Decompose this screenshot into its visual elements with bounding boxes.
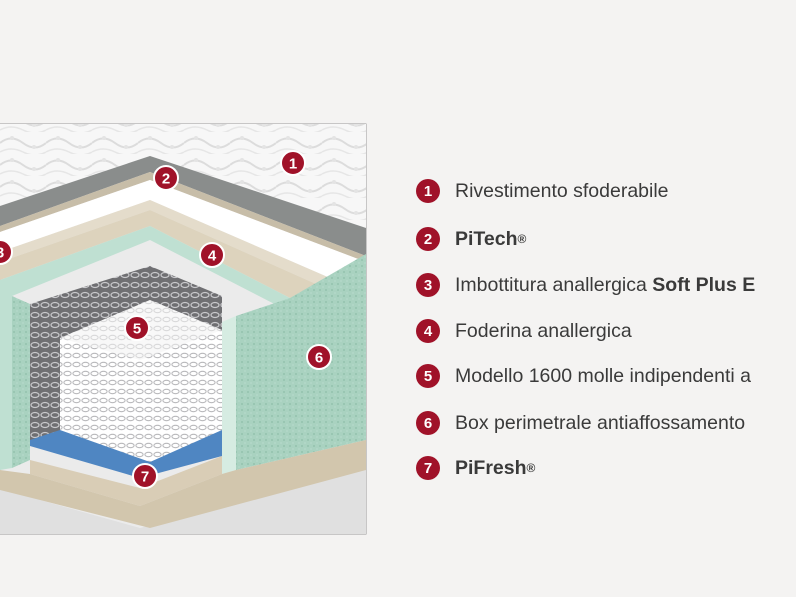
legend-text: Box perimetrale antiaffossamento bbox=[455, 411, 746, 434]
mattress-illustration: 1 2 3 4 5 6 7 bbox=[0, 123, 367, 535]
svg-text:1: 1 bbox=[289, 156, 297, 173]
legend-item-6: 6 Box perimetrale antiaffossamento bbox=[416, 410, 745, 436]
callout-1: 1 bbox=[280, 150, 306, 176]
svg-text:7: 7 bbox=[141, 469, 149, 486]
quilted-cover bbox=[0, 124, 366, 228]
legend-item-7: 7 PiFresh® bbox=[416, 455, 535, 481]
callout-3: 3 bbox=[0, 239, 13, 265]
legend-text: Rivestimento sfoderabile bbox=[455, 179, 669, 202]
legend-item-5: 5 Modello 1600 molle indipendenti a bbox=[416, 363, 751, 389]
legend-item-2: 2 PiTech® bbox=[416, 226, 526, 252]
legend-item-1: 1 Rivestimento sfoderabile bbox=[416, 178, 669, 204]
callout-7: 7 bbox=[132, 463, 158, 489]
legend-text: Foderina anallergica bbox=[455, 319, 632, 342]
svg-text:6: 6 bbox=[315, 350, 323, 367]
callout-2: 2 bbox=[153, 165, 179, 191]
svg-text:4: 4 bbox=[208, 248, 217, 265]
pitech-layer bbox=[0, 156, 366, 256]
legend-badge: 7 bbox=[416, 456, 440, 480]
legend-badge: 3 bbox=[416, 273, 440, 297]
legend-item-3: 3 Imbottitura anallergica Soft Plus E bbox=[416, 272, 755, 298]
legend-bold-text: PiFresh bbox=[455, 456, 527, 479]
legend-badge: 1 bbox=[416, 179, 440, 203]
perimeter-box bbox=[236, 254, 366, 470]
legend-badge: 5 bbox=[416, 364, 440, 388]
legend-item-4: 4 Foderina anallergica bbox=[416, 318, 632, 344]
callout-4: 4 bbox=[199, 242, 225, 268]
legend-sup: ® bbox=[517, 232, 527, 246]
legend-badge: 4 bbox=[416, 319, 440, 343]
callout-5: 5 bbox=[124, 315, 150, 341]
legend-sup: ® bbox=[526, 461, 536, 475]
legend-text: Modello 1600 molle indipendenti a bbox=[455, 364, 751, 387]
svg-text:2: 2 bbox=[162, 171, 170, 188]
legend-bold-text: PiTech bbox=[455, 227, 518, 250]
legend-text: Imbottitura anallergica bbox=[455, 273, 653, 296]
legend-bold-text: Soft Plus E bbox=[652, 273, 756, 296]
legend-badge: 6 bbox=[416, 411, 440, 435]
svg-text:5: 5 bbox=[133, 321, 141, 338]
callout-6: 6 bbox=[306, 344, 332, 370]
padding-layer bbox=[0, 180, 366, 278]
legend-badge: 2 bbox=[416, 227, 440, 251]
svg-text:3: 3 bbox=[0, 245, 4, 262]
cover-layer bbox=[0, 210, 316, 298]
